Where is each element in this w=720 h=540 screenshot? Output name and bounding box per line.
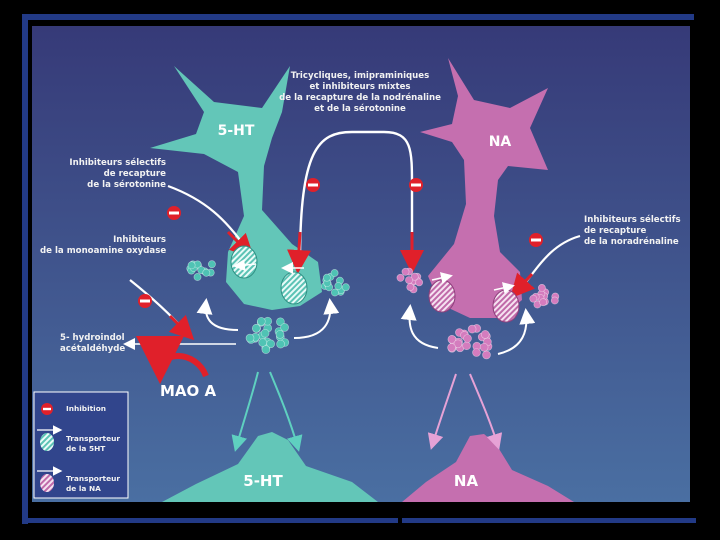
vesicle [401, 267, 410, 276]
vesicle [480, 330, 490, 339]
ht-bottom-neuron-label: 5-HT [243, 472, 283, 490]
vesicle [396, 273, 405, 282]
bottom-border-bar-left [28, 518, 398, 523]
ht-vesicles-right [320, 269, 350, 297]
vesicle [187, 261, 196, 270]
vesicle [330, 288, 339, 297]
vesicle [330, 269, 339, 277]
vesicle [261, 345, 271, 354]
inhibit-icon [409, 178, 423, 192]
na-presynaptic-neuron [420, 58, 548, 318]
na-postsynaptic-neuron [402, 434, 574, 502]
mao-a-label: MAO A [160, 382, 217, 400]
vesicle [405, 276, 413, 284]
inhibit-icon [306, 178, 320, 192]
inhibit-icon [138, 294, 152, 308]
na-transporter-lower [492, 289, 520, 323]
ssri-label: Inhibiteurs sélectifs de recapture de la… [69, 158, 166, 190]
top-border-bar [22, 14, 694, 20]
diagram-background [32, 26, 690, 502]
na-transporter-upper [428, 279, 456, 313]
legend-na-transporter-label: Transporteur de la NA [66, 474, 120, 493]
bottom-border-bar-right [402, 518, 696, 523]
vesicle [275, 330, 285, 339]
mao-a-arrow [136, 335, 209, 384]
vesicle [467, 324, 477, 334]
tricyclic-inhibition-path [298, 130, 414, 263]
vesicle [472, 348, 481, 357]
vesicle [251, 323, 261, 333]
vesicle [482, 350, 491, 360]
legend-ht-transporter-icon [37, 425, 63, 451]
na-vesicles-right [529, 283, 560, 309]
vesicle [193, 273, 202, 281]
vesicle [462, 341, 471, 351]
legend-na-transporter-icon [37, 466, 63, 492]
ht-presynaptic-neuron [150, 66, 322, 310]
vesicle [202, 268, 211, 277]
vesicle [322, 273, 331, 282]
na-top-neuron-label: NA [488, 134, 512, 150]
vesicle [341, 283, 350, 292]
vesicle [280, 323, 289, 332]
vesicle [463, 334, 472, 343]
vesicle [415, 278, 423, 287]
vesicle [334, 282, 343, 290]
nri-label: Inhibiteurs sélectifs de recapture de la… [584, 215, 681, 247]
left-border-bar [22, 20, 28, 524]
vesicle [245, 333, 255, 343]
na-bottom-neuron-label: NA [453, 472, 479, 490]
vesicle [539, 298, 547, 307]
vesicle [447, 343, 456, 352]
vesicle [529, 294, 538, 303]
vesicle [479, 342, 489, 352]
legend-inhibit-icon [41, 403, 53, 415]
ht-vesicles-center [245, 316, 290, 354]
inhibit-icon [167, 206, 181, 220]
ht-vesicles-left [186, 260, 216, 281]
vesicle [256, 317, 266, 326]
vesicle [406, 283, 415, 291]
vesicle [538, 283, 546, 292]
ht-top-neuron-label: 5-HT [217, 123, 255, 139]
na-vesicles-center [447, 324, 493, 360]
vesicle [260, 328, 270, 338]
ht-transporter-upper [230, 245, 258, 279]
vesicle [453, 339, 463, 349]
ht-transporter-lower [280, 271, 308, 305]
vesicle [276, 339, 285, 349]
maoi-label: Inhibiteurs de la monoamine oxydase [40, 235, 167, 256]
vesicle [266, 339, 276, 349]
metabolite-label: 5- hydroindol acétaldéhyde [60, 333, 126, 354]
inhibit-icon [529, 233, 543, 247]
vesicle [550, 296, 559, 305]
vesicle [207, 260, 216, 269]
legend-ht-transporter-label: Transporteur de la 5HT [66, 434, 120, 453]
tricyclics-label: Tricycliques, imipraminiques et inhibite… [279, 71, 441, 114]
legend-inhibit-label: Inhibition [66, 404, 107, 413]
ht-postsynaptic-neuron [162, 432, 378, 502]
vesicle [410, 272, 419, 281]
na-vesicles-left [396, 267, 423, 294]
